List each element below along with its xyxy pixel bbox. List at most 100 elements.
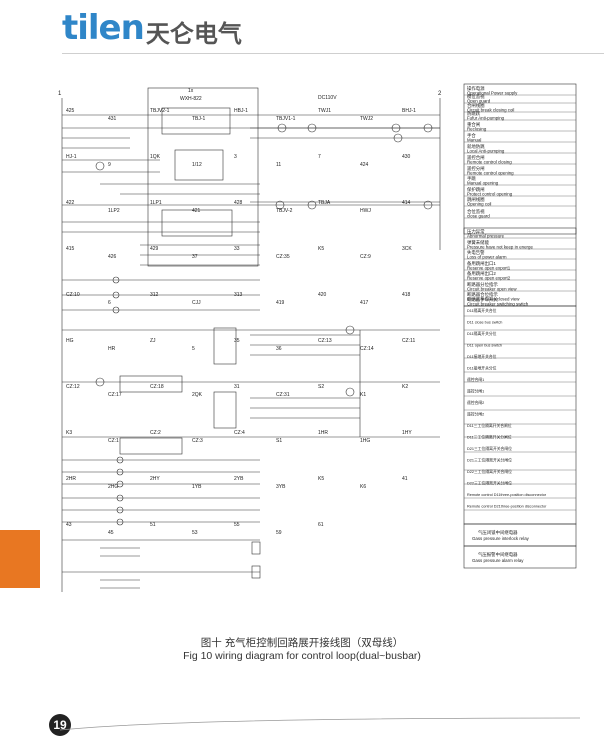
legend-en: Manual opening [467, 181, 499, 186]
wire-label: CZ:10 [66, 292, 80, 298]
legend-cn: 手跳 [467, 175, 476, 182]
wire-label: 11 [276, 162, 281, 168]
wire-label: 312 [150, 292, 159, 298]
wire-label: 2HY [150, 476, 160, 482]
legend-en: Opening coil [467, 202, 491, 207]
legend-en: Circuit breaker switching switch [467, 302, 529, 307]
section-note: D11隔离开关分位 [467, 331, 497, 336]
wire-label: HWJ [360, 208, 371, 214]
section-note: D11接地开关合位 [467, 354, 497, 359]
wire-label: K5 [318, 246, 324, 252]
legend-cn: 备用跳闸出口1 [467, 260, 496, 267]
wire-label: 41 [402, 476, 408, 482]
legend-en: Loss of power alarm [467, 255, 507, 260]
wire-label: 33 [234, 246, 240, 252]
wire-label: HG [66, 338, 74, 344]
wire-label: TBJV-2 [276, 208, 293, 214]
page-number: 19 [49, 714, 71, 736]
wire-label: CZ:4 [234, 430, 245, 436]
legend-en: Operational Power supply [467, 91, 518, 96]
wire-label: 55 [234, 522, 240, 528]
wire-label: 7 [318, 154, 321, 160]
legend-cn: 断路器分位指示 [467, 281, 498, 288]
wire-label: CJJ [192, 300, 201, 306]
wire-label: 3 [234, 154, 237, 160]
legend-en: Manual [467, 138, 481, 143]
wire-label: 417 [360, 300, 369, 306]
footer-swoosh [60, 717, 580, 731]
bottom-legend-en: Gass pressure alarm relay [472, 558, 524, 563]
wire-label: TWJ1 [318, 108, 331, 114]
device-model-label: WXH-822 [180, 96, 202, 102]
legend-cn: 手合 [467, 132, 476, 139]
caption-cn: 图十 充气柜控制回路展开接线图（双母线） [200, 637, 404, 649]
wire-label: 1QK [150, 154, 161, 160]
wire-label: CZ:13 [318, 338, 332, 344]
legend-cn: 操作电源 [467, 85, 485, 92]
legend-en: Circuit break closing coil [467, 108, 514, 113]
legend-cn: 断路器合位指示 [467, 291, 498, 298]
legend-en: Circuit breaker closed view [467, 297, 520, 302]
legend-cn: 跳闸线圈 [467, 196, 485, 203]
section-note: D22三工位隔离开关合闸位 [467, 469, 512, 474]
legend-cn: 防跳跃 [467, 110, 481, 117]
wire-label: 431 [108, 116, 117, 122]
wire-label: HBJ-1 [234, 108, 248, 114]
wire-label: CZ:17 [108, 392, 122, 398]
wire-label: 419 [276, 300, 285, 306]
wire-label: 313 [234, 292, 243, 298]
wire-label: S1 [276, 438, 282, 444]
wire-label: 415 [66, 246, 75, 252]
legend-cn: 保护跳闸 [467, 186, 485, 193]
bottom-legend-en: Gass pressure interlock relay [472, 536, 530, 541]
wire-label: 36 [276, 346, 282, 352]
wire-label: CZ:35 [276, 254, 290, 260]
wire-label: 1LP2 [108, 208, 120, 214]
wire-label: 1/12 [192, 162, 202, 168]
wire-label: 2HG [108, 484, 118, 490]
legend-cn: 遥控分闸 [467, 165, 485, 172]
wire-label: HR [108, 346, 116, 352]
figure-caption: 图十 充气柜控制回路展开接线图（双母线） Fig 10 wiring diagr… [0, 637, 604, 663]
legend-en: close guard [467, 214, 490, 219]
wire-label: 5 [192, 346, 195, 352]
legend-en: Circuit breaker open view [467, 287, 517, 292]
wire-label: K3 [66, 430, 72, 436]
section-note: D11三工位隔离开关分闸位 [467, 435, 512, 440]
wire-label: K2 [402, 384, 408, 390]
wire-label: 9 [108, 162, 111, 168]
brand-name-cn: 天仑电气 [145, 19, 242, 48]
section-note: Remote control D21three-position disconn… [467, 505, 547, 509]
wire-label: TBJV2-1 [150, 108, 170, 114]
rail-label-right: 2 [438, 91, 442, 97]
wire-label: 2YB [234, 476, 244, 482]
wire-label: 430 [402, 154, 411, 160]
legend-cn: 压力异常 [467, 228, 485, 235]
rail-label-left: 1 [58, 91, 62, 97]
wire-label: CZ:1 [108, 438, 119, 444]
legend-en: Remote control closing [467, 160, 512, 165]
wire-label: 421 [192, 208, 201, 214]
legend-en: Abnormal pressure [467, 234, 505, 239]
section-note: 遥控合闸1 [467, 377, 484, 382]
wire-label: 51 [150, 522, 156, 528]
section-note: D11隔离开关合位 [467, 308, 497, 313]
wire-label: K1 [360, 392, 366, 398]
wire-label: CZ:31 [276, 392, 290, 398]
legend-cn: 模位监视 [467, 93, 485, 100]
wire-label: K5 [318, 476, 324, 482]
legend-en: Local Anti-pumping [467, 149, 505, 154]
wire-label: 61 [318, 522, 324, 528]
wire-label: CZ:18 [150, 384, 164, 390]
legend-en: Reserve open export1 [467, 266, 511, 271]
legend-en: Protect control opening [467, 192, 513, 197]
device-top-label: 1x [188, 88, 194, 94]
legend-en: Reclosing [467, 127, 487, 132]
section-note: D21三工位隔离开关合闸位 [467, 446, 512, 451]
wire-label: 59 [276, 530, 282, 536]
wire-label: 424 [360, 162, 369, 168]
legend-cn: 合位监视 [467, 208, 485, 215]
